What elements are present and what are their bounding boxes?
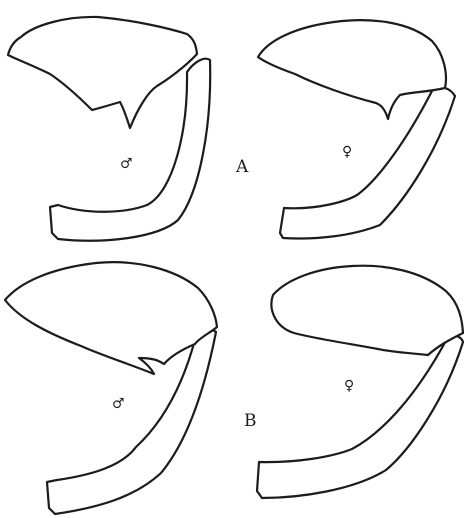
row-label-a: A bbox=[235, 157, 249, 177]
drawing-b-female: ♀ bbox=[257, 266, 463, 498]
sex-symbol-b-male: ♂ bbox=[112, 396, 125, 412]
body-a-male bbox=[8, 17, 197, 128]
sex-symbol-a-female: ♀ bbox=[342, 144, 352, 160]
body-b-male bbox=[5, 262, 217, 374]
body-a-female bbox=[258, 20, 446, 119]
row-label-b: B bbox=[244, 411, 257, 431]
arm-b-female bbox=[257, 335, 463, 498]
drawing-a-male: ♂ bbox=[8, 17, 210, 241]
drawing-a-female: ♀ bbox=[258, 20, 455, 238]
body-b-female bbox=[271, 266, 463, 355]
sex-symbol-a-male: ♂ bbox=[120, 156, 133, 172]
sex-symbol-b-female: ♀ bbox=[344, 378, 354, 394]
drawing-b-male: ♂ bbox=[5, 262, 217, 514]
arm-a-female bbox=[280, 87, 455, 238]
